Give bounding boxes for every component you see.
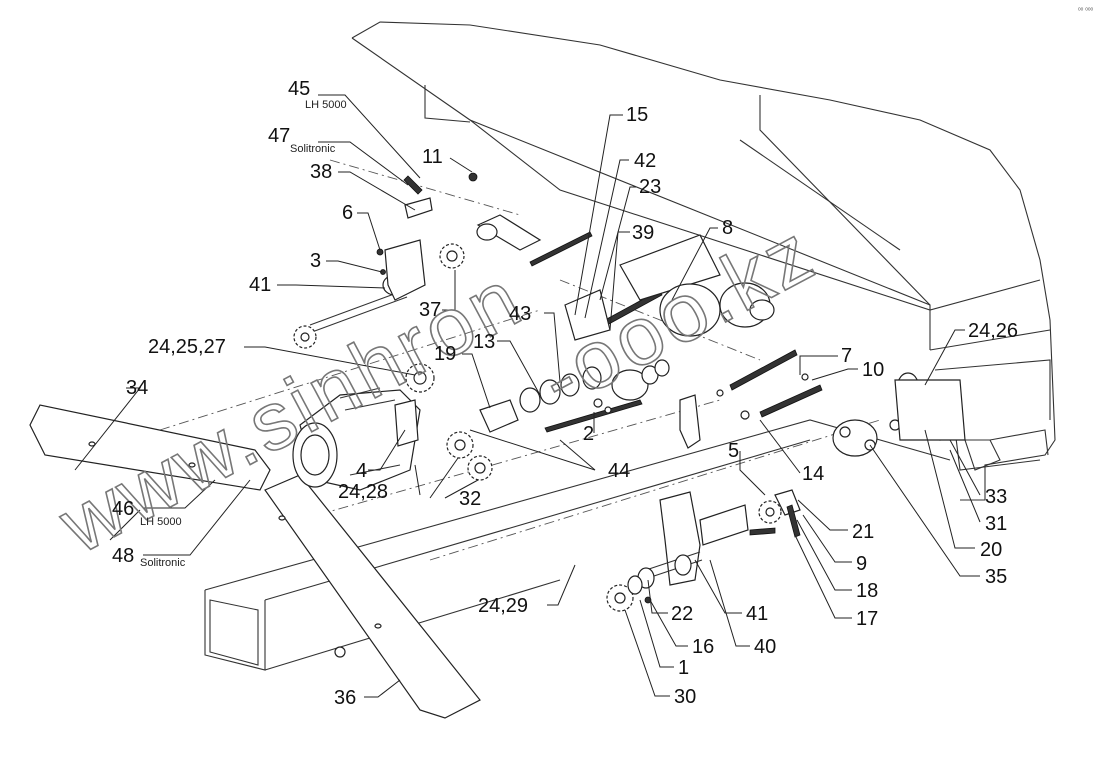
sprocket-24-25-27 <box>405 363 435 393</box>
callout-24-25-27: 24,25,27 <box>148 336 226 358</box>
upper-left-assembly <box>309 172 478 333</box>
callout-44: 44 <box>608 460 630 482</box>
callout-13: 13 <box>473 331 495 353</box>
callout-30: 30 <box>674 686 696 708</box>
callout-45: 45 <box>288 78 310 100</box>
callout-47-model: Solitronic <box>290 143 336 155</box>
callout-37: 37 <box>419 299 441 321</box>
callout-24-29: 24,29 <box>478 595 528 617</box>
sprocket-5-9 <box>758 500 782 524</box>
callout-21: 21 <box>852 521 874 543</box>
callout-6: 6 <box>342 202 353 224</box>
lower-bracket <box>627 489 801 604</box>
callout-33: 33 <box>985 486 1007 508</box>
callout-15: 15 <box>626 104 648 126</box>
callout-41-lower: 41 <box>746 603 768 625</box>
callout-24-26: 24,26 <box>968 320 1018 342</box>
callout-2: 2 <box>583 423 594 445</box>
right-end-drive <box>894 372 966 441</box>
leader-lines <box>74 94 981 698</box>
sprocket-41-upper <box>293 325 317 349</box>
callout-42: 42 <box>634 150 656 172</box>
callout-48-model: Solitronic <box>140 557 186 569</box>
sprocket-30 <box>606 584 634 612</box>
callout-40: 40 <box>754 636 776 658</box>
callout-22: 22 <box>671 603 693 625</box>
callout-17: 17 <box>856 608 878 630</box>
callout-20: 20 <box>980 539 1002 561</box>
callout-32: 32 <box>459 488 481 510</box>
callout-48: 48 <box>112 545 134 567</box>
callout-9: 9 <box>856 553 867 575</box>
callout-34: 34 <box>126 377 148 399</box>
corner-mark: ᵒᵒ ᵒᵒᵒ <box>1078 7 1094 14</box>
central-shaft-assembly <box>476 214 775 341</box>
callout-1: 1 <box>678 657 689 679</box>
callout-14: 14 <box>802 463 824 485</box>
sprocket-32-b <box>467 455 493 481</box>
right-rods <box>679 349 901 457</box>
callout-39: 39 <box>632 222 654 244</box>
gearbox-unit <box>292 387 421 491</box>
callout-23: 23 <box>639 176 661 198</box>
callout-41-upper: 41 <box>249 274 271 296</box>
callout-45-model: LH 5000 <box>305 99 347 111</box>
callout-38: 38 <box>310 161 332 183</box>
sprocket-37 <box>439 243 465 269</box>
callout-11: 11 <box>422 146 443 168</box>
callout-7: 7 <box>841 345 852 367</box>
callout-16: 16 <box>692 636 714 658</box>
sprocket-32-a <box>446 431 474 459</box>
callout-5: 5 <box>728 440 739 462</box>
callout-31: 31 <box>985 513 1007 535</box>
callout-46-model: LH 5000 <box>140 516 182 528</box>
callout-18: 18 <box>856 580 878 602</box>
callout-4: 4 <box>356 460 367 482</box>
callout-19: 19 <box>434 343 456 365</box>
callout-43: 43 <box>509 303 531 325</box>
callout-labels: 45 LH 5000 47 Solitronic 38 11 6 3 41 37… <box>112 78 1018 709</box>
callout-24-28: 24,28 <box>338 481 388 503</box>
arm-34 <box>29 404 271 491</box>
arm-36 <box>264 474 481 719</box>
callout-36: 36 <box>334 687 356 709</box>
callout-46: 46 <box>112 498 134 520</box>
callout-3: 3 <box>310 250 321 272</box>
hopper-body <box>351 21 1056 501</box>
callout-10: 10 <box>862 359 884 381</box>
callout-8: 8 <box>722 217 733 239</box>
callout-47: 47 <box>268 125 290 147</box>
callout-35: 35 <box>985 566 1007 588</box>
